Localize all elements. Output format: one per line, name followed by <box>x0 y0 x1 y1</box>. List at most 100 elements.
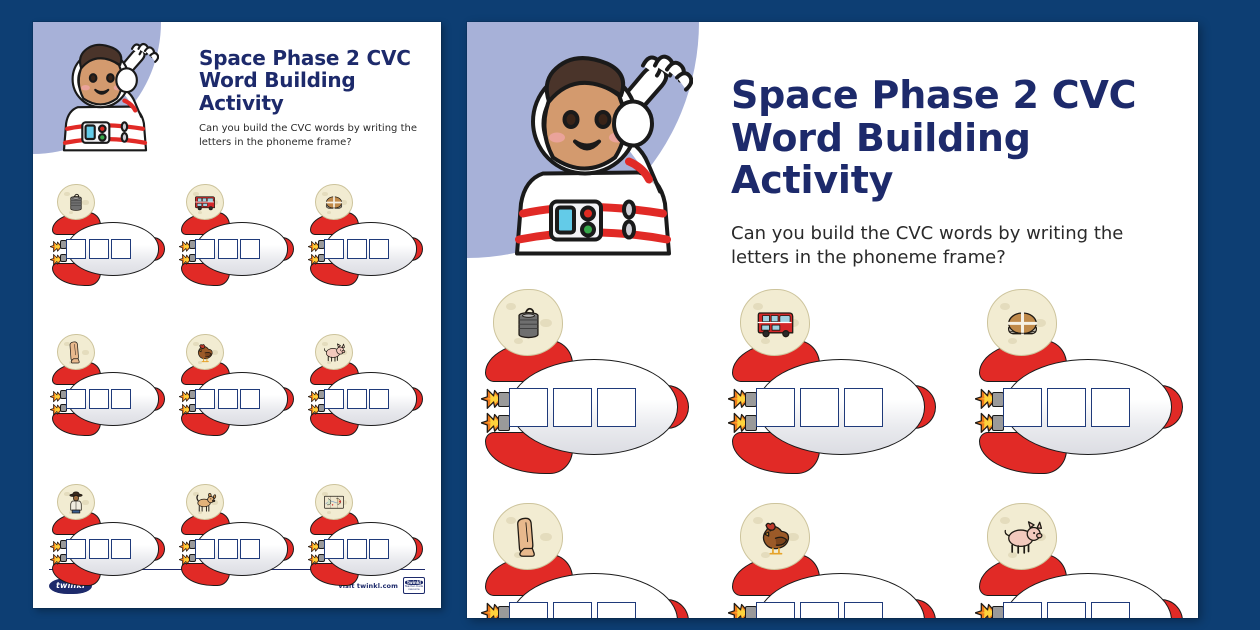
phoneme-box[interactable] <box>111 239 131 259</box>
phoneme-frame[interactable] <box>195 389 260 409</box>
phoneme-box[interactable] <box>66 539 86 559</box>
rocket-flame-top <box>49 538 62 553</box>
rocket-item[interactable] <box>47 484 169 588</box>
phoneme-box[interactable] <box>553 387 592 427</box>
phoneme-box[interactable] <box>324 389 344 409</box>
phoneme-box[interactable] <box>217 539 238 559</box>
rocket-item[interactable] <box>176 184 298 288</box>
phoneme-box[interactable] <box>1091 387 1130 427</box>
phoneme-frame[interactable] <box>66 389 131 409</box>
rocket-flame-top <box>49 238 62 253</box>
phoneme-frame[interactable] <box>324 239 389 259</box>
phoneme-box[interactable] <box>800 601 839 618</box>
phoneme-box[interactable] <box>195 239 215 259</box>
phoneme-box[interactable] <box>88 239 109 259</box>
rocket-item[interactable] <box>305 334 427 438</box>
phoneme-frame[interactable] <box>195 239 260 259</box>
rocket-item[interactable] <box>305 484 427 588</box>
phoneme-box[interactable] <box>217 389 238 409</box>
phoneme-box[interactable] <box>240 389 260 409</box>
phoneme-box[interactable] <box>88 389 109 409</box>
pig-icon <box>1001 515 1044 558</box>
phoneme-box[interactable] <box>88 539 109 559</box>
phoneme-frame[interactable] <box>66 239 131 259</box>
hen-icon <box>193 340 217 364</box>
phoneme-box[interactable] <box>111 539 131 559</box>
rocket-item[interactable] <box>47 334 169 438</box>
phoneme-box[interactable] <box>195 389 215 409</box>
phoneme-box[interactable] <box>1091 601 1130 618</box>
word-picture-bubble <box>740 503 810 571</box>
phoneme-frame[interactable] <box>756 601 883 618</box>
rocket-row <box>475 503 1190 618</box>
twinkl-badge-icon: twinkl Teacher-made resource <box>403 577 425 594</box>
word-picture-bubble <box>493 503 563 571</box>
word-picture-bubble <box>57 184 95 221</box>
rocket-item[interactable] <box>305 184 427 288</box>
rocket-row <box>475 289 1190 477</box>
phoneme-box[interactable] <box>66 389 86 409</box>
phoneme-frame[interactable] <box>1003 601 1130 618</box>
phoneme-box[interactable] <box>217 239 238 259</box>
worksheet-thumbnail-card[interactable]: Space Phase 2 CVC Word Building Activity… <box>33 22 441 608</box>
worksheet-main-card[interactable]: Space Phase 2 CVC Word Building Activity… <box>467 22 1198 618</box>
phoneme-frame[interactable] <box>195 539 260 559</box>
phoneme-box[interactable] <box>369 239 389 259</box>
phoneme-frame[interactable] <box>324 389 389 409</box>
phoneme-box[interactable] <box>597 601 636 618</box>
phoneme-box[interactable] <box>1047 601 1086 618</box>
subtitle-line-1-main: Can you build the CVC words by writing t… <box>731 222 1124 244</box>
word-picture-bubble <box>186 184 224 221</box>
phoneme-box[interactable] <box>1003 601 1042 618</box>
phoneme-box[interactable] <box>66 239 86 259</box>
phoneme-box[interactable] <box>509 601 548 618</box>
phoneme-box[interactable] <box>324 539 344 559</box>
phoneme-frame[interactable] <box>324 539 389 559</box>
page-title-thumb: Space Phase 2 CVC Word Building Activity <box>199 47 431 114</box>
rocket-flame-bottom <box>49 401 62 416</box>
phoneme-box[interactable] <box>111 389 131 409</box>
rocket-flame-bottom <box>307 551 320 566</box>
rocket-item[interactable] <box>969 503 1190 618</box>
phoneme-box[interactable] <box>324 239 344 259</box>
rocket-item[interactable] <box>176 484 298 588</box>
rocket-flame-top <box>178 388 191 403</box>
rocket-row <box>47 184 427 288</box>
phoneme-box[interactable] <box>369 539 389 559</box>
rocket-flame-bottom <box>178 401 191 416</box>
rocket-item[interactable] <box>475 503 696 618</box>
phoneme-box[interactable] <box>800 387 839 427</box>
rocket-item[interactable] <box>176 334 298 438</box>
phoneme-box[interactable] <box>756 601 795 618</box>
phoneme-box[interactable] <box>369 389 389 409</box>
phoneme-box[interactable] <box>195 539 215 559</box>
visit-twinkl-link[interactable]: visit twinkl.com <box>338 581 398 590</box>
rocket-flame-bottom <box>178 551 191 566</box>
phoneme-box[interactable] <box>597 387 636 427</box>
phoneme-box[interactable] <box>509 387 548 427</box>
phoneme-box[interactable] <box>240 539 260 559</box>
phoneme-box[interactable] <box>844 601 883 618</box>
phoneme-frame[interactable] <box>509 601 636 618</box>
phoneme-frame[interactable] <box>756 387 883 427</box>
rocket-item[interactable] <box>722 289 943 477</box>
rocket-item[interactable] <box>969 289 1190 477</box>
rocket-flame-top <box>307 238 320 253</box>
phoneme-frame[interactable] <box>66 539 131 559</box>
phoneme-box[interactable] <box>346 239 367 259</box>
phoneme-box[interactable] <box>844 387 883 427</box>
phoneme-box[interactable] <box>553 601 592 618</box>
phoneme-box[interactable] <box>240 239 260 259</box>
phoneme-box[interactable] <box>346 389 367 409</box>
moon-craters <box>988 290 1056 355</box>
rocket-item[interactable] <box>722 503 943 618</box>
rocket-item[interactable] <box>47 184 169 288</box>
phoneme-box[interactable] <box>756 387 795 427</box>
phoneme-frame[interactable] <box>509 387 636 427</box>
phoneme-box[interactable] <box>346 539 367 559</box>
rocket-item[interactable] <box>475 289 696 477</box>
rocket-flame-top <box>49 388 62 403</box>
phoneme-frame[interactable] <box>1003 387 1130 427</box>
phoneme-box[interactable] <box>1003 387 1042 427</box>
phoneme-box[interactable] <box>1047 387 1086 427</box>
